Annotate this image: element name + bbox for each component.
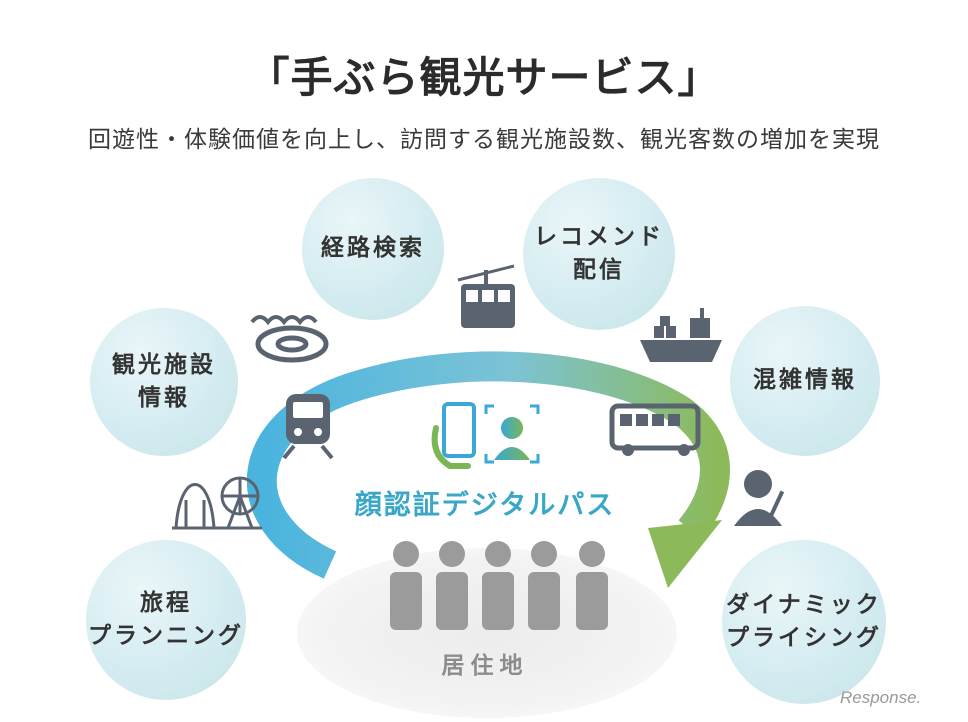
stadium-icon [250,315,329,363]
page-subtitle: 回遊性・体験価値を向上し、訪問する観光施設数、観光客数の増加を実現 [88,127,880,153]
cycle-arrow [246,351,730,588]
bubble-congestion: 混雑情報 [730,306,880,456]
train-icon [282,394,334,460]
person-icon [734,470,785,526]
people-group [390,541,608,630]
bubble-dynamic-pricing: ダイナミック プライシング [722,540,886,704]
bubble-itinerary: 旅程 プランニング [86,540,246,700]
watermark-logo: Response. [840,688,922,707]
bubble-label: 混雑情報 [753,367,857,394]
smartphone-hand-icon [431,402,476,469]
person-figure [482,541,514,630]
digital-pass-label: 顔認証デジタルパス [354,490,616,521]
ship-icon [640,308,722,362]
roller-coaster-icon [172,476,262,530]
ropeway-icon [457,264,515,328]
person-figure [528,541,560,630]
bubble-route-search: 経路検索 [302,178,444,320]
face-scan-icon [484,404,540,464]
bus-icon [609,403,701,456]
person-figure [390,541,422,630]
bubble-facility-info: 観光施設 情報 [90,308,238,456]
bubble-label: ダイナミック プライシング [726,591,882,651]
arrow-head [648,520,722,588]
person-figure [436,541,468,630]
bubble-recommend: レコメンド 配信 [523,178,675,330]
person-figure [576,541,608,630]
residence-label: 居住地 [441,653,529,679]
bubble-label: 観光施設 情報 [112,351,216,411]
bubble-label: レコメンド 配信 [534,223,664,283]
bubble-label: 旅程 プランニング [88,589,244,649]
page-title: 「手ぶら観光サービス」 [247,53,721,102]
bubble-label: 経路検索 [321,235,425,262]
